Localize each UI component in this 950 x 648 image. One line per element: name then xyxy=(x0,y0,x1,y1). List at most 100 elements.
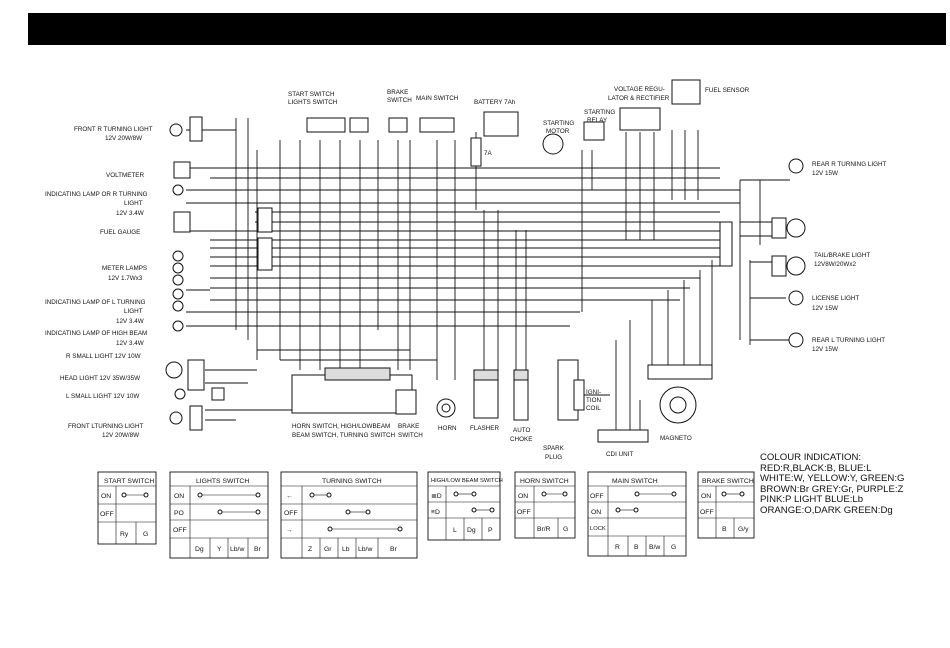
main-switch-row-lock: LOCK xyxy=(590,526,606,532)
legend-line: RED:R,BLACK:B, BLUE:L xyxy=(760,462,872,474)
l-small-label: L SMALL LIGHT 12V 10W xyxy=(66,393,139,400)
turning-switch-col-lbw: Lb/w xyxy=(358,546,372,553)
auto-choke-label: AUTO xyxy=(513,427,530,434)
starting-motor-label: STARTING xyxy=(543,120,574,127)
license-spec: 12V 15W xyxy=(812,305,838,312)
header-bar xyxy=(28,13,946,45)
start-switch-row-on: ON xyxy=(101,493,111,500)
front-l-turn-spec: 12V 20W/8W xyxy=(102,432,139,439)
tail-brake-spec: 12V8W/20Wx2 xyxy=(814,261,856,268)
ign-coil-label3: COIL xyxy=(586,405,601,412)
horn-switch-row-off: OFF xyxy=(517,509,531,516)
lights-switch-row-on: ON xyxy=(174,493,184,500)
brake-switch-col-gy: G/y xyxy=(738,526,749,533)
cdi-label: CDI UNIT xyxy=(606,451,633,458)
highlow-icon-low: ≡D xyxy=(431,509,440,516)
highlow-switch-table-title: HIGH/LOW BEAM SWITCH xyxy=(431,478,503,484)
highlow-icon-high: ≣D xyxy=(431,491,442,500)
main-switch-col-g: G xyxy=(671,544,676,551)
ind-high-beam-label: INDICATING LAMP OF HIGH BEAM xyxy=(45,330,147,337)
start-switch-row-off: OFF xyxy=(100,511,114,518)
table-horn-switch: HORN SWITCH ON OFF Br/R G xyxy=(514,471,576,539)
ind-r-turn-label: INDICATING LAMP OR R TURNING xyxy=(45,191,148,198)
ind-l-turn-label: INDICATING LAMP OF L TURNING xyxy=(45,299,146,306)
ind-r-turn-spec: 12V 3.4W xyxy=(116,210,144,217)
main-switch-row-off: OFF xyxy=(590,493,604,500)
turning-switch-col-lb: Lb xyxy=(342,546,350,553)
auto-choke-label2: CHOKE xyxy=(510,436,532,443)
ind-r-turn-label2: LIGHT xyxy=(124,200,143,207)
license-label: LICENSE LIGHT xyxy=(812,295,859,302)
spark-plug-label: SPARK xyxy=(543,445,565,452)
flasher-label: FLASHER xyxy=(470,425,499,432)
turning-switch-col-br: Br xyxy=(390,546,398,553)
turning-switch-row-off: OFF xyxy=(284,510,298,517)
ign-coil-label2: TION xyxy=(586,397,601,404)
ign-coil-label: IGNI- xyxy=(586,389,601,396)
front-l-turn-label: FRONT LTURNING LIGHT xyxy=(68,423,143,430)
fuel-gauge-label: FUEL GAUGE xyxy=(100,229,140,236)
horn-switch-group-label2: BEAM SWITCH, TURNING SWITCH xyxy=(292,432,396,439)
start-switch-col-g: G xyxy=(143,531,148,538)
starting-motor-label2: MOTOR xyxy=(546,128,570,135)
ind-l-turn-label2: LIGHT xyxy=(124,308,143,315)
main-switch-table-title: MAIN SWITCH xyxy=(612,478,658,485)
fuel-sensor-label: FUEL SENSOR xyxy=(705,87,750,94)
table-main-switch: MAIN SWITCH OFF ON LOCK R B B/w G xyxy=(587,471,687,557)
legend-line: BROWN:Br GREY:Gr, PURPLE:Z xyxy=(760,483,904,495)
starting-relay-label: STARTING xyxy=(584,109,615,116)
lights-switch-table-title: LIGHTS SWITCH xyxy=(196,478,249,485)
spark-plug-label2: PLUG xyxy=(545,454,562,461)
highlow-switch-col-p: P xyxy=(488,527,493,534)
horn-switch-col-g: G xyxy=(563,526,568,533)
table-lights-switch: LIGHTS SWITCH ON PO OFF Dg Y Lb/w Br xyxy=(169,471,269,559)
main-switch-col-bw: B/w xyxy=(649,544,660,551)
turning-switch-row-left: ← xyxy=(286,493,293,500)
brake-switch-table-title: BRAKE SWITCH xyxy=(702,478,754,485)
start-switch-col-ry: Ry xyxy=(120,531,129,538)
start-switch-table-title: START SWITCH xyxy=(104,478,154,485)
brake-switch2-label: BRAKE xyxy=(398,423,419,430)
lights-switch-col-y: Y xyxy=(217,546,222,553)
main-switch-col-b: B xyxy=(634,544,639,551)
horn-switch-group-label: HORN SWITCH, HIGH/LOWBEAM xyxy=(292,423,390,430)
switch-tables: START SWITCH ON OFF Ry G LIGHTS SWITCH O… xyxy=(97,471,755,559)
rear-l-turn-spec: 12V 15W xyxy=(812,346,838,353)
turning-switch-col-gr: Gr xyxy=(324,546,332,553)
legend-line: ORANGE:O,DARK GREEN:Dg xyxy=(760,504,893,516)
front-r-turn-label: FRONT R TURNING LIGHT xyxy=(74,126,153,133)
meter-lamps-spec: 12V 1.7Wx3 xyxy=(108,275,143,282)
lights-switch-col-lbw: Lb/w xyxy=(230,546,244,553)
legend-line: PINK:P LIGHT BLUE:Lb xyxy=(760,494,864,506)
table-highlow-switch: HIGH/LOW BEAM SWITCH ≣D ≡D L Dg P xyxy=(427,471,503,541)
r-small-label: R SMALL LIGHT 12V 10W xyxy=(66,353,141,360)
turning-switch-col-z: Z xyxy=(308,546,312,553)
brake-switch2-label2: SWITCH xyxy=(398,432,423,439)
highlow-switch-col-dg: Dg xyxy=(467,527,476,534)
component-bodies xyxy=(165,79,806,443)
brake-switch-label: BRAKE xyxy=(387,89,408,96)
ind-l-turn-spec: 12V 3.4W xyxy=(116,318,144,325)
lights-switch-row-off: OFF xyxy=(173,527,187,534)
main-switch-label: MAIN SWITCH xyxy=(416,95,459,102)
brake-switch-row-on: ON xyxy=(701,493,711,500)
battery-label: BATTERY 7Ah xyxy=(474,99,516,106)
start-switch-label: START SWITCH xyxy=(288,91,335,98)
voltmeter-label: VOLTMETER xyxy=(106,172,144,179)
horn-switch-row-on: ON xyxy=(518,493,528,500)
magneto-label: MAGNETO xyxy=(660,435,692,442)
brake-switch-col-b: B xyxy=(722,526,727,533)
turning-switch-row-right: → xyxy=(286,527,293,534)
ind-high-beam-spec: 12V 3.4W xyxy=(116,340,144,347)
legend-title: COLOUR INDICATION: xyxy=(760,452,862,463)
highlow-switch-col-l: L xyxy=(453,527,457,534)
meter-lamps-label: METER LAMPS xyxy=(102,265,147,272)
voltage-reg-label2: LATOR & RECTIFIER xyxy=(608,95,670,102)
rear-r-turn-spec: 12V 15W xyxy=(812,170,838,177)
table-brake-switch: BRAKE SWITCH ON OFF B G/y xyxy=(697,471,755,539)
brake-switch-row-off: OFF xyxy=(700,509,714,516)
lights-switch-col-dg: Dg xyxy=(195,546,204,553)
horn-switch-table-title: HORN SWITCH xyxy=(520,478,569,485)
voltage-reg-label: VOLTAGE REGU- xyxy=(614,86,665,93)
